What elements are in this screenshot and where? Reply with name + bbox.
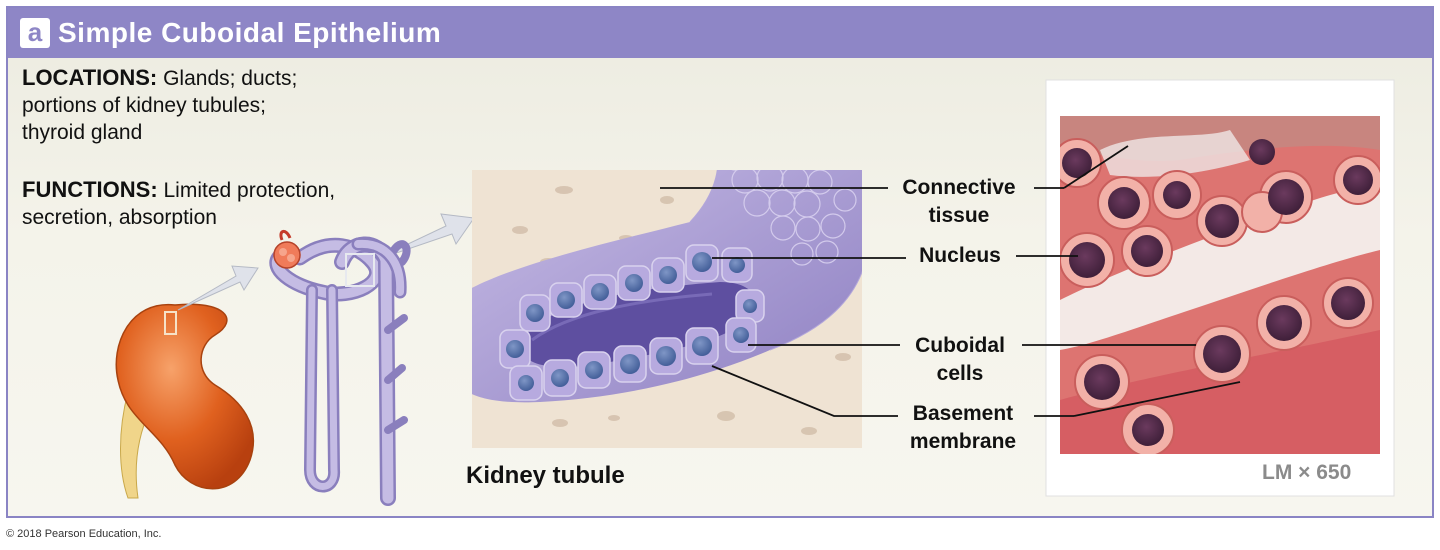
locations-text-line2: portions of kidney tubules; bbox=[22, 94, 266, 117]
title-badge: a bbox=[20, 18, 50, 48]
locations-text-line3: thyroid gland bbox=[22, 121, 143, 144]
nucleus-label: Nucleus bbox=[904, 242, 1016, 270]
cuboidal-label-line1: Cuboidal bbox=[915, 334, 1005, 357]
leader-lines bbox=[660, 145, 1241, 417]
nephron-zoom-box bbox=[345, 253, 375, 287]
magnification-label: LM × 650 bbox=[1262, 461, 1352, 484]
kidney-drawing bbox=[115, 303, 255, 499]
connective-label-line2: tissue bbox=[928, 204, 990, 227]
cuboidal-label-line2: cells bbox=[936, 362, 984, 385]
locations-heading: LOCATIONS: bbox=[22, 65, 158, 90]
functions-text-line2: secretion, absorption bbox=[22, 206, 217, 229]
glomerulus-icon bbox=[273, 230, 301, 269]
connective-tissue-label: Connective tissue bbox=[884, 174, 1034, 230]
tubule-illustration bbox=[472, 170, 862, 448]
functions-heading: FUNCTIONS: bbox=[22, 177, 158, 202]
locations-block: LOCATIONS: Glands; ducts; portions of ki… bbox=[22, 64, 442, 146]
basement-membrane-label: Basement membrane bbox=[892, 400, 1034, 456]
cuboidal-cells-label: Cuboidal cells bbox=[898, 332, 1022, 388]
copyright-notice: © 2018 Pearson Education, Inc. bbox=[6, 528, 162, 540]
kidney-tubule-caption: Kidney tubule bbox=[466, 462, 625, 489]
locations-text-line1: Glands; ducts; bbox=[163, 67, 298, 90]
light-micrograph bbox=[1060, 116, 1380, 454]
functions-text-line1: Limited protection, bbox=[163, 179, 336, 202]
connective-label-line1: Connective bbox=[902, 176, 1016, 199]
title-bar: a Simple Cuboidal Epithelium bbox=[8, 8, 1432, 58]
functions-block: FUNCTIONS: Limited protection, secretion… bbox=[22, 176, 462, 231]
basement-label-line2: membrane bbox=[909, 430, 1017, 453]
page-title: Simple Cuboidal Epithelium bbox=[58, 17, 442, 48]
nephron-drawing bbox=[269, 236, 411, 506]
basement-label-line1: Basement bbox=[912, 402, 1014, 425]
nucleus-label-text: Nucleus bbox=[919, 244, 1001, 267]
